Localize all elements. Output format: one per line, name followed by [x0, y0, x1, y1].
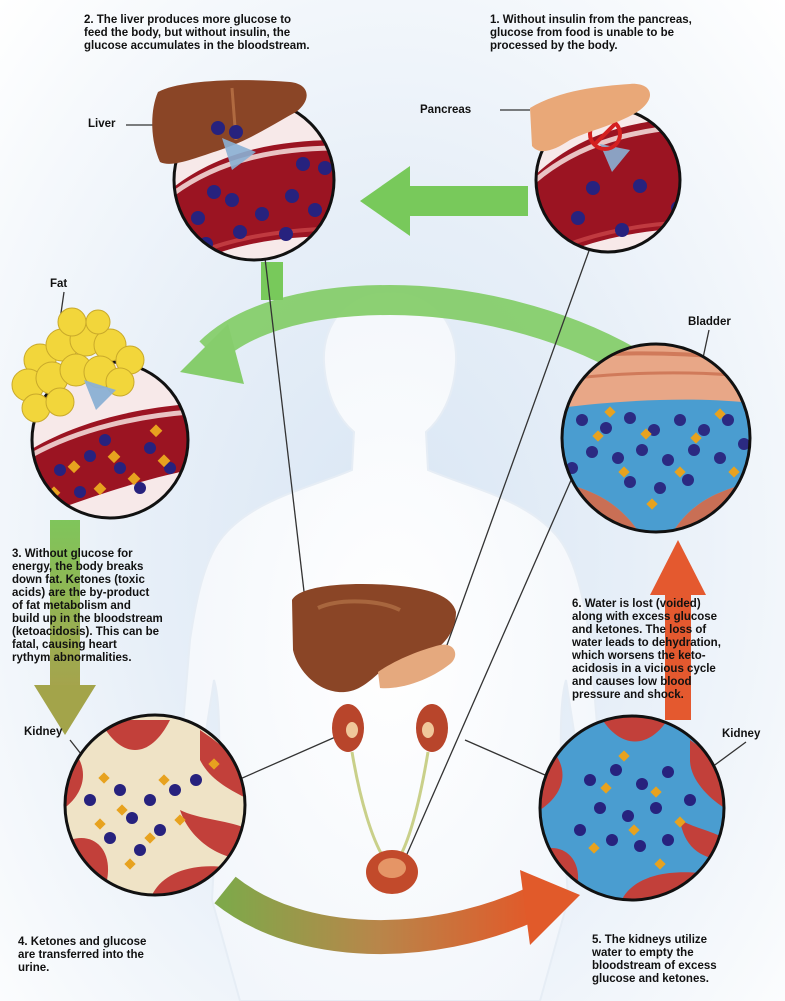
- label-bladder: Bladder: [688, 316, 731, 328]
- label-liver: Liver: [88, 118, 116, 130]
- caption-step-4: 4. Ketones and glucose are transferred i…: [18, 936, 146, 975]
- circle-bladder: [560, 340, 760, 540]
- caption-step-2: 2. The liver produces more glucose to fe…: [84, 14, 310, 53]
- label-fat: Fat: [50, 278, 67, 290]
- caption-step-3: 3. Without glucose for energy, the body …: [12, 548, 163, 665]
- label-kidney-right: Kidney: [722, 728, 760, 740]
- arrow-pancreas-to-liver: [360, 166, 528, 236]
- caption-step-5: 5. The kidneys utilize water to empty th…: [592, 934, 717, 986]
- caption-step-6: 6. Water is lost (voided) along with exc…: [572, 598, 721, 702]
- label-pancreas: Pancreas: [420, 104, 471, 116]
- caption-step-1: 1. Without insulin from the pancreas, gl…: [490, 14, 692, 53]
- label-kidney-left: Kidney: [24, 726, 62, 738]
